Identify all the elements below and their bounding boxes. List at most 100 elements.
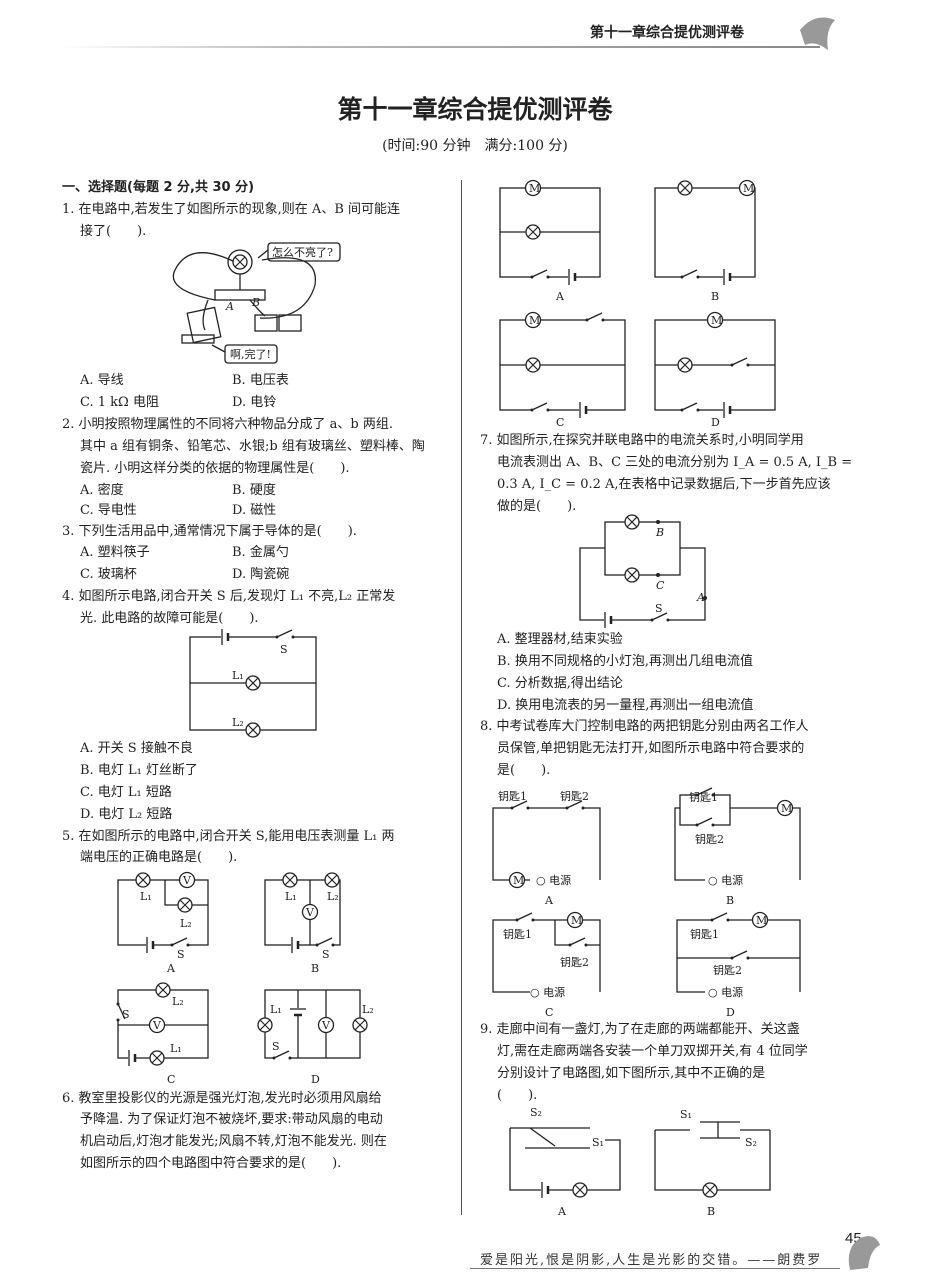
q6-text: 6. 教室里投影仪的光源是强光灯泡,发光时必须用风扇给 <box>62 1091 382 1106</box>
q4-option: B. 电灯 L₁ 灯丝断了 <box>80 763 198 778</box>
q5-option-label: A <box>166 962 176 975</box>
q5-option-label: D <box>311 1073 320 1086</box>
q5-circuit-b <box>264 879 341 946</box>
q3-option: A. 塑料筷子 <box>80 545 150 560</box>
q8-key-label: 钥匙1 <box>689 790 718 804</box>
q3-text: 3. 下列生活用品中,通常情况下属于导体的是( ). <box>62 524 357 539</box>
q9-circuit-b <box>654 1121 771 1191</box>
q5-label: L₁ <box>170 1042 182 1055</box>
q8-key-label: 钥匙2 <box>560 955 589 969</box>
q5-label: L₁ <box>285 890 297 903</box>
q7-label-a: A <box>696 591 705 604</box>
q5-label: L₂ <box>362 1003 374 1016</box>
q4-label-l1: L₁ <box>232 669 244 682</box>
q8-power-label: ○ 电源 <box>708 873 743 887</box>
q1-option: B. 电压表 <box>232 373 289 388</box>
q5-label: S <box>177 948 185 961</box>
q9-switch-label: S₁ <box>680 1108 692 1121</box>
voltmeter-label: V <box>321 1019 331 1032</box>
q5-label: L₂ <box>180 917 192 930</box>
q5-circuit-a <box>117 879 209 946</box>
q1-bubble-text: 怎么不亮了? <box>272 245 333 259</box>
q9-circuit-a <box>509 1127 621 1191</box>
motor-label: M <box>513 874 524 887</box>
q5-label: S <box>122 1008 130 1021</box>
q2-text: 2. 小明按照物理属性的不同将六种物品分成了 a、b 两组. <box>62 417 394 432</box>
q2-option: C. 导电性 <box>80 503 137 518</box>
q5-circuit-d <box>264 989 361 1059</box>
q8-key-label: 钥匙2 <box>560 789 589 803</box>
q5-circuit-c <box>117 989 209 1059</box>
q5-option-label: C <box>167 1073 175 1086</box>
q5-text: 5. 在如图所示的电路中,闭合开关 S,能用电压表测量 L₁ 两 <box>62 829 395 844</box>
q9-switch-label: S₂ <box>530 1106 542 1119</box>
q5-label: L₂ <box>327 890 339 903</box>
voltmeter-label: V <box>152 1019 162 1032</box>
q7-option: A. 整理器材,结束实验 <box>497 632 623 647</box>
motor-label: M <box>743 182 754 195</box>
q4-text: 光. 此电路的故障可能是( ). <box>80 611 259 626</box>
q5-label: L₁ <box>270 1003 282 1016</box>
q6-option-label: D <box>711 416 720 429</box>
q9-option-label: A <box>557 1205 567 1218</box>
q6-circuit-d <box>654 319 776 411</box>
q3-option: B. 金属勺 <box>232 545 289 560</box>
q1-bubble-text: 啊,完了! <box>230 347 271 361</box>
q6-option-label: C <box>556 416 564 429</box>
q1-option: A. 导线 <box>80 373 124 388</box>
q8-circuit-c <box>492 919 601 993</box>
q4-option: D. 电灯 L₂ 短路 <box>80 807 173 822</box>
q6-option-label: A <box>555 290 565 303</box>
q3-option: D. 陶瓷碗 <box>232 567 290 582</box>
q6-text: 如图所示的四个电路图中符合要求的是( ). <box>80 1156 342 1171</box>
dolphin-logo-icon <box>800 17 835 51</box>
q9-switch-label: S₁ <box>592 1136 604 1149</box>
q7-text: 做的是( ). <box>497 499 577 514</box>
q8-text: 8. 中考试卷库大门控制电路的两把钥匙分别由两名工作人 <box>480 719 809 734</box>
q5-label: L₂ <box>172 995 184 1008</box>
q2-text: 瓷片. 小明这样分类的依据的物理属性是( ). <box>80 461 350 476</box>
q5-label: L₁ <box>140 890 152 903</box>
q8-key-label: 钥匙2 <box>695 832 724 846</box>
q8-circuit-a <box>492 807 601 881</box>
q8-key-label: 钥匙1 <box>498 789 527 803</box>
q7-label-s: S <box>655 602 663 615</box>
voltmeter-label: V <box>182 874 192 887</box>
header-rule <box>60 46 820 48</box>
q8-text: 是( ). <box>497 763 551 778</box>
page-number: 45 <box>845 1230 862 1247</box>
q6-circuit-b <box>654 187 756 278</box>
q1-label-b: B <box>251 296 260 309</box>
q7-text: 7. 如图所示,在探究并联电路中的电流关系时,小明同学用 <box>480 433 804 448</box>
q5-option-label: B <box>311 962 319 975</box>
q2-text: 其中 a 组有铜条、铅笔芯、水银;b 组有玻璃丝、塑料棒、陶 <box>80 439 425 454</box>
q6-circuit-a <box>499 187 601 278</box>
motor-label: M <box>529 182 540 195</box>
page-title: 第十一章综合提优测评卷 <box>337 95 613 124</box>
q2-option: A. 密度 <box>80 483 124 498</box>
q4-option: C. 电灯 L₁ 短路 <box>80 785 172 800</box>
q5-label: S <box>272 1040 280 1053</box>
q9-text: 灯,需在走廊两端各安装一个单刀双掷开关,有 4 位同学 <box>497 1044 808 1059</box>
q5-text: 端电压的正确电路是( ). <box>80 850 238 865</box>
q6-option-label: B <box>711 290 719 303</box>
q9-text: 分别设计了电路图,如下图所示,其中不正确的是 <box>497 1066 766 1081</box>
q7-text: 电流表测出 A、B、C 三处的电流分别为 I_A = 0.5 A, I_B = <box>497 455 853 470</box>
footer-quote: 爱是阳光,恨是阴影,人生是光影的交错。——朗费罗 <box>480 1253 823 1268</box>
q8-key-label: 钥匙1 <box>503 927 532 941</box>
q2-option: B. 硬度 <box>232 483 276 498</box>
q8-option-label: A <box>544 894 554 907</box>
q8-option-label: B <box>726 894 734 907</box>
q4-label-l2: L₂ <box>232 716 244 729</box>
motor-label: M <box>781 802 792 815</box>
q8-option-label: C <box>545 1006 553 1019</box>
q7-option: C. 分析数据,得出结论 <box>497 676 623 691</box>
q1-text: 1. 在电路中,若发生了如图所示的现象,则在 A、B 间可能连 <box>62 202 401 217</box>
q7-label-b: B <box>655 526 664 539</box>
q8-power-label: ○ 电源 <box>530 985 565 999</box>
q8-circuit-b <box>674 794 801 881</box>
q3-option: C. 玻璃杯 <box>80 567 137 582</box>
q2-option: D. 磁性 <box>232 503 277 518</box>
section-heading: 一、选择题(每题 2 分,共 30 分) <box>62 180 255 195</box>
q8-key-label: 钥匙1 <box>690 927 719 941</box>
